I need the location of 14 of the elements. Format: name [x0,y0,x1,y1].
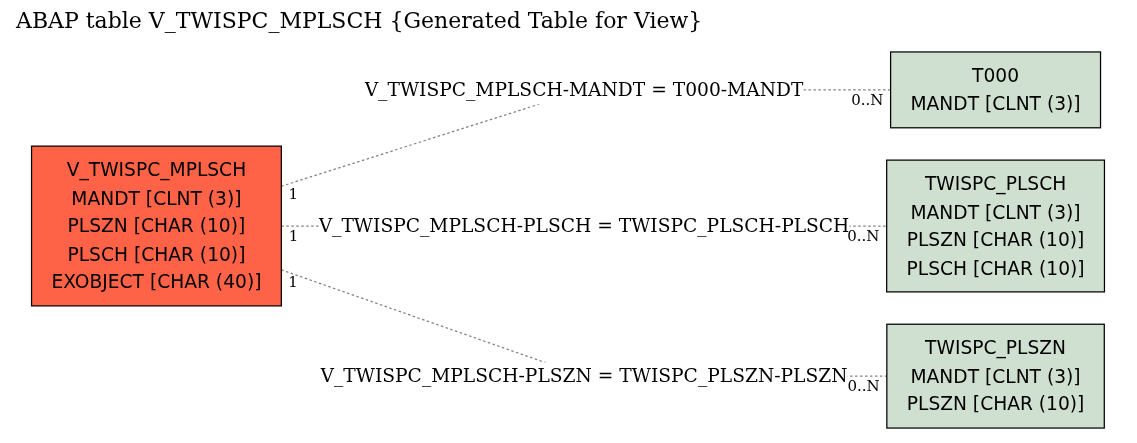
cardinality-label: 1 [288,186,298,202]
diagram-title: ABAP table V_TWISPC_MPLSCH {Generated Table for View} [16,8,703,35]
cardinality-label: 0..N [847,229,880,244]
cardinality-label: 1 [288,275,298,291]
node-box: T000 MANDT [CLNT (3)] [890,51,1102,129]
cardinality-label: 0..N [851,92,884,108]
edge-label: V_TWISPC_MPLSCH-PLSZN = TWISPC_PLSZN-PLSZN [320,364,848,388]
node-box: TWISPC_PLSZN MANDT [CLNT (3)] PLSZN [CHAR (10)] [886,323,1105,429]
node-box: V_TWISPC_MPLSCH MANDT [CLNT (3)] PLSZN [CHAR (10)] PLSCH [CHAR (10)] EXOBJECT [CHAR (40)] [30,145,282,307]
cardinality-label: 1 [288,229,299,244]
cardinality-label: 0..N [847,379,880,395]
edge-label: V_TWISPC_MPLSCH-MANDT = T000-MANDT [364,78,804,101]
edge-label: V_TWISPC_MPLSCH-PLSCH = TWISPC_PLSCH-PLSCH [318,214,850,237]
node-box: TWISPC_PLSCH MANDT [CLNT (3)] PLSZN [CHAR (10)] PLSCH [CHAR (10)] [886,159,1106,293]
